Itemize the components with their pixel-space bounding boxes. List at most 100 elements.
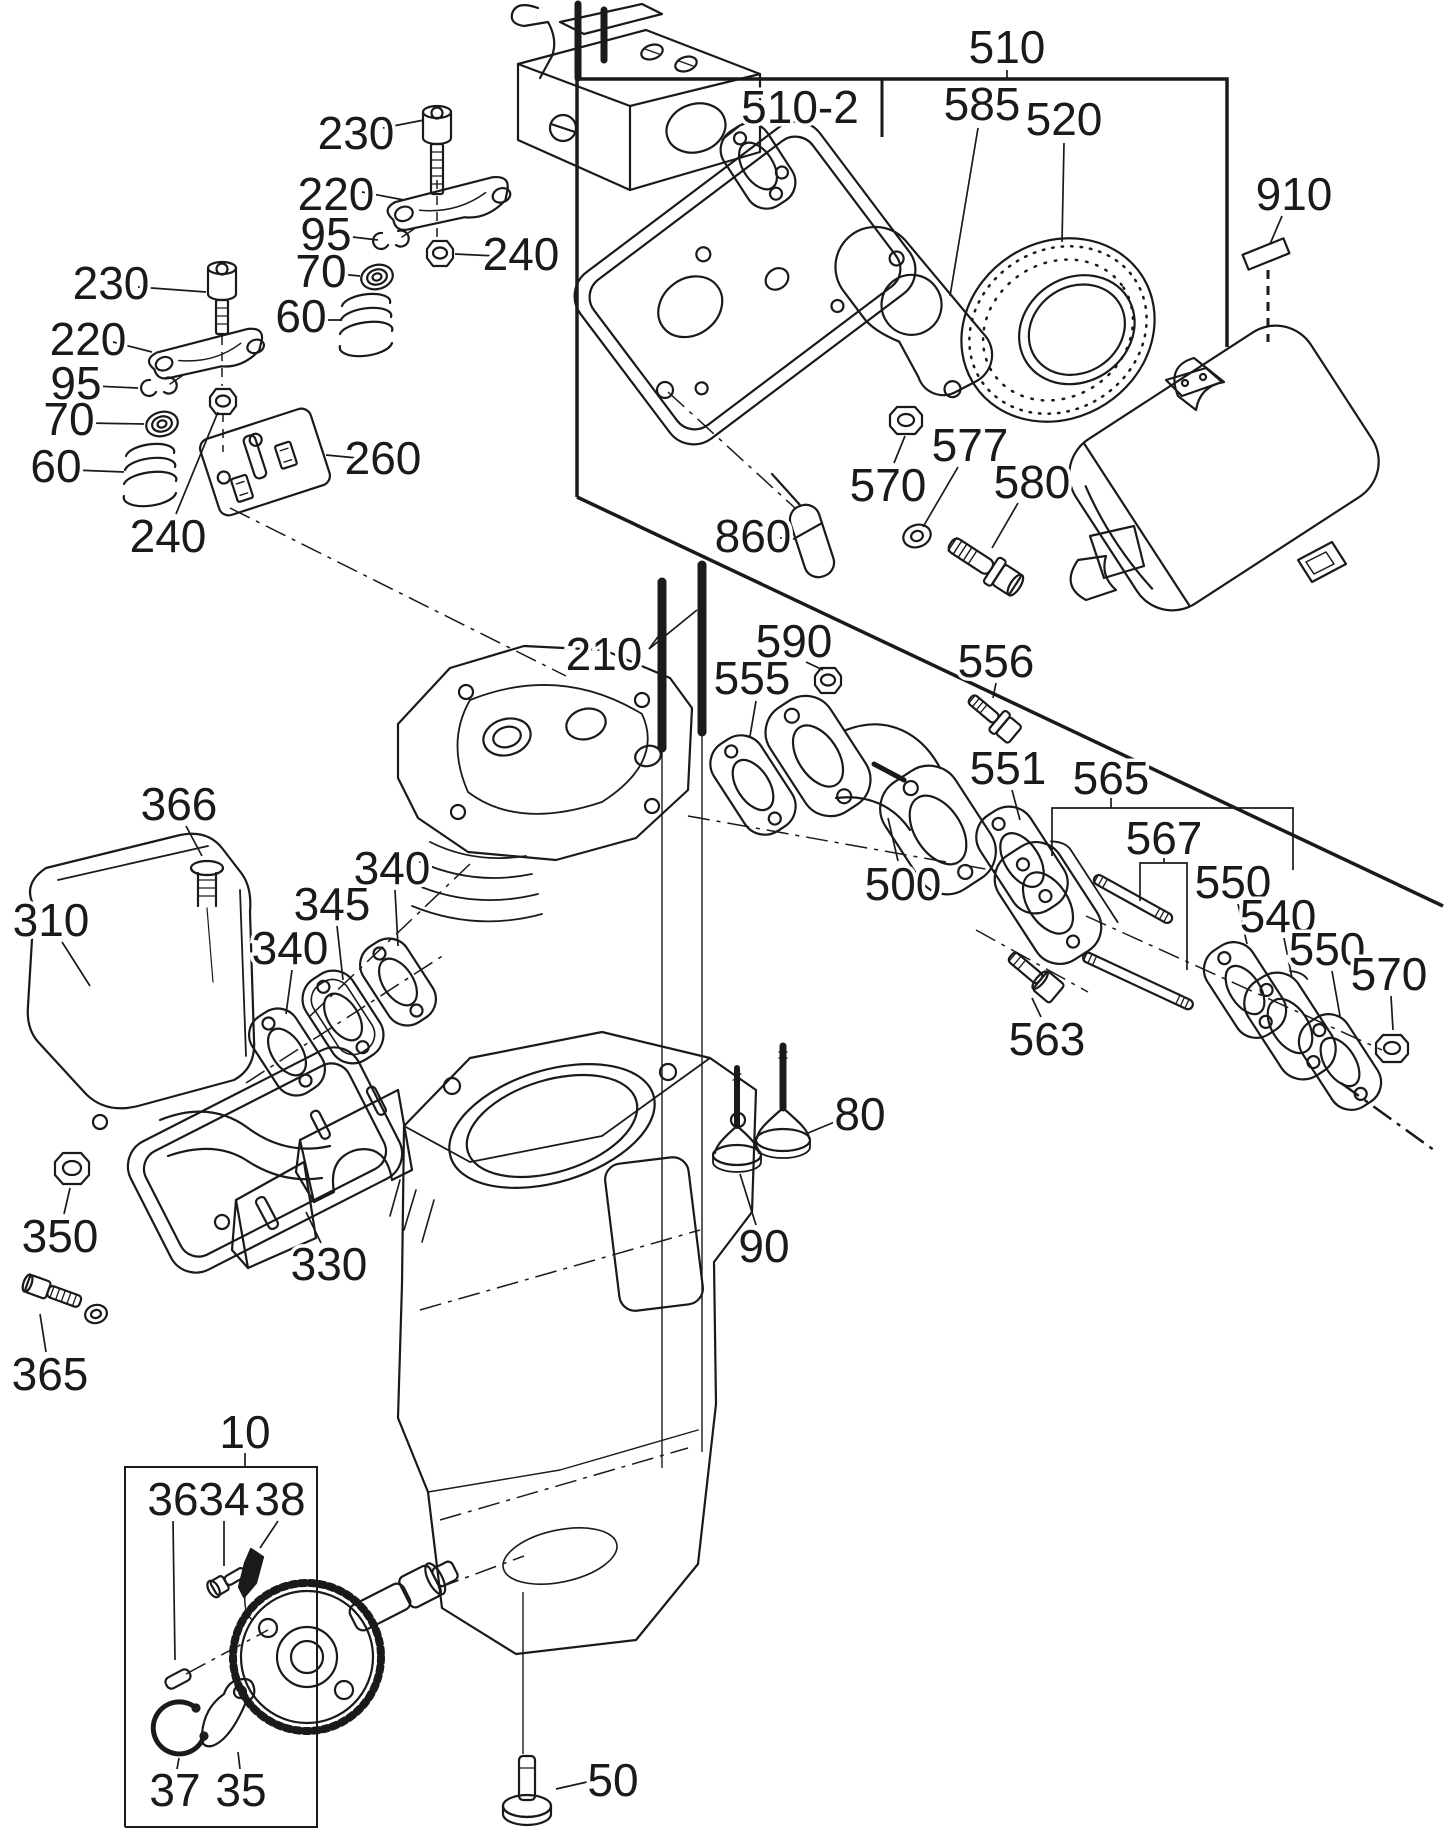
leader-line	[1011, 789, 1021, 821]
leader-line	[73, 469, 125, 473]
leader-line	[949, 127, 979, 297]
part-number-240: 240	[130, 510, 207, 562]
part-number-585: 585	[944, 78, 1021, 130]
camshaft-group	[150, 1547, 459, 1757]
exhaust-gasket-340	[248, 1007, 326, 1097]
spring-retainer-70	[145, 410, 179, 438]
push-rods-210	[657, 560, 707, 753]
intake-pipe-500	[764, 694, 997, 896]
leader-line	[137, 286, 207, 293]
leader-line	[739, 1173, 757, 1226]
tappet-50	[501, 1754, 553, 1827]
choke-knob	[770, 472, 836, 579]
part-number-500: 500	[865, 858, 942, 910]
part-number-590: 590	[756, 615, 833, 667]
muffler-brackets-330	[230, 1085, 414, 1270]
leader-line	[893, 435, 906, 464]
part-number-38: 38	[254, 1473, 305, 1525]
leader-line	[285, 969, 293, 1015]
leader-line	[176, 1757, 180, 1770]
washer-577	[902, 523, 932, 549]
part-number-555: 555	[714, 652, 791, 704]
leader-line	[343, 235, 379, 241]
bolt-230	[421, 104, 453, 196]
leader-line	[175, 411, 219, 515]
nut-240	[425, 239, 455, 268]
structure-line	[185, 1629, 269, 1675]
stud-567	[1082, 951, 1194, 1011]
leader-line	[1061, 142, 1065, 243]
stud-567	[1092, 873, 1174, 925]
leader-line	[1331, 970, 1341, 1017]
bolt-556	[967, 694, 1022, 744]
carburetor-gasket	[719, 122, 797, 210]
part-number-70: 70	[43, 393, 94, 445]
part-number-240: 240	[483, 228, 560, 280]
part-number-565: 565	[1073, 752, 1150, 804]
part-number-510-2: 510-2	[741, 81, 859, 133]
structure-line	[576, 495, 1444, 908]
part-number-70: 70	[295, 245, 346, 297]
leader-line	[1269, 215, 1283, 245]
exhaust-gasket-340	[359, 937, 437, 1027]
part-number-34: 34	[198, 1473, 249, 1525]
leader-line	[992, 682, 997, 699]
part-number-340: 340	[354, 842, 431, 894]
part-number-95: 95	[50, 357, 101, 409]
part-number-567: 567	[1126, 812, 1203, 864]
gasket-550	[1202, 941, 1288, 1039]
part-number-345: 345	[294, 878, 371, 930]
leader-line	[112, 341, 153, 353]
air-cleaner-gasket	[834, 225, 994, 399]
part-number-260: 260	[345, 432, 422, 484]
structure-line	[975, 929, 1089, 993]
leader-line	[922, 466, 959, 528]
part-number-366: 366	[141, 778, 218, 830]
leader-line	[648, 609, 698, 650]
nut-240	[208, 387, 238, 416]
part-number-330: 330	[291, 1238, 368, 1290]
structure-line	[419, 1229, 701, 1311]
part-number-570: 570	[850, 459, 927, 511]
leader-line	[1390, 995, 1394, 1031]
structure-line	[307, 863, 471, 1019]
part-number-860: 860	[715, 510, 792, 562]
part-number-551: 551	[970, 742, 1047, 794]
part-number-95: 95	[300, 208, 351, 260]
part-number-60: 60	[30, 440, 81, 492]
leader-line	[185, 825, 203, 857]
leader-line	[86, 422, 145, 425]
part-number-340: 340	[252, 922, 329, 974]
carburetor	[510, 0, 762, 192]
exhaust-valve-80	[754, 1042, 812, 1159]
leader-lines	[39, 70, 1394, 1790]
valve-spring-60	[338, 292, 394, 358]
part-number-520: 520	[1026, 93, 1103, 145]
leader-line	[1237, 903, 1248, 945]
leader-line	[259, 1520, 279, 1549]
leader-line	[555, 1781, 588, 1790]
part-number-563: 563	[1009, 1013, 1086, 1065]
structure-line	[1340, 1081, 1439, 1155]
leader-line	[1031, 997, 1042, 1018]
air-cleaner-case	[1068, 324, 1380, 612]
flyweight-35	[200, 1677, 256, 1748]
spring-retainer-70	[360, 263, 394, 291]
washer	[84, 1303, 108, 1325]
weight-38	[237, 1547, 265, 1620]
part-number-550: 550	[1289, 923, 1366, 975]
structure-line	[1085, 915, 1383, 1051]
muffler-310	[26, 832, 404, 1274]
nut-570-lower	[1374, 1033, 1410, 1064]
leader-line	[454, 253, 497, 257]
structure-line	[575, 77, 1229, 497]
structure-line	[687, 815, 1003, 873]
part-number-37: 37	[149, 1764, 200, 1816]
adapter-540	[1243, 970, 1337, 1081]
leader-line	[991, 502, 1019, 549]
bolt-580	[947, 536, 1025, 597]
rocker-arm-set-right	[338, 104, 512, 358]
